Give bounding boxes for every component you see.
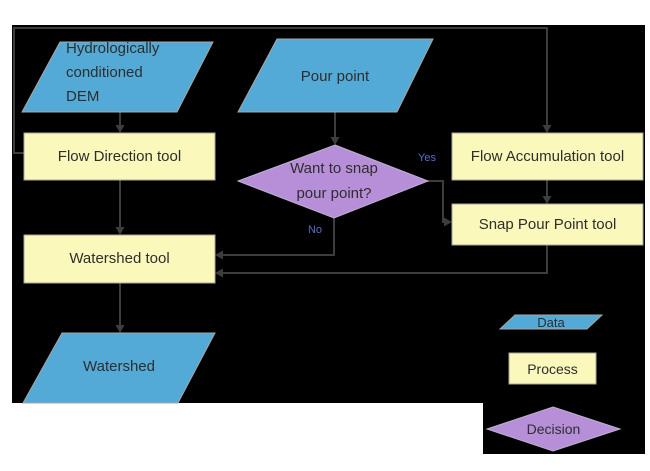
connector-lines (13, 27, 548, 326)
node-pour-point-shape (237, 38, 434, 113)
legend-decision-shape (485, 406, 622, 452)
legend-process-shape (508, 352, 597, 385)
node-flow-direction-shape (23, 132, 216, 181)
node-snap-pour-point-shape (451, 203, 644, 246)
node-watershed-shape (22, 332, 216, 404)
arrowhead-down-icon (542, 196, 552, 204)
arrowhead-down-icon (330, 137, 340, 145)
arrowhead-down-icon (115, 227, 125, 235)
edge-flowdirection-flowaccumulation (13, 27, 548, 154)
arrowhead-left-icon (215, 268, 223, 278)
node-flow-accumulation-shape (451, 132, 644, 181)
legend-data-shape (498, 314, 604, 330)
arrowhead-down-icon (542, 125, 552, 133)
edge-snappourpoint-watershedtool (223, 245, 548, 274)
node-watershed-tool-shape (23, 234, 216, 284)
edge-decision-no (223, 218, 335, 256)
arrowheads (115, 125, 552, 333)
node-decision-shape (236, 144, 430, 219)
node-dem-shape (21, 41, 214, 113)
arrowhead-left-icon (215, 250, 223, 260)
arrowhead-down-icon (115, 325, 125, 333)
arrowhead-right-icon (444, 217, 452, 227)
arrowhead-down-icon (115, 125, 125, 133)
